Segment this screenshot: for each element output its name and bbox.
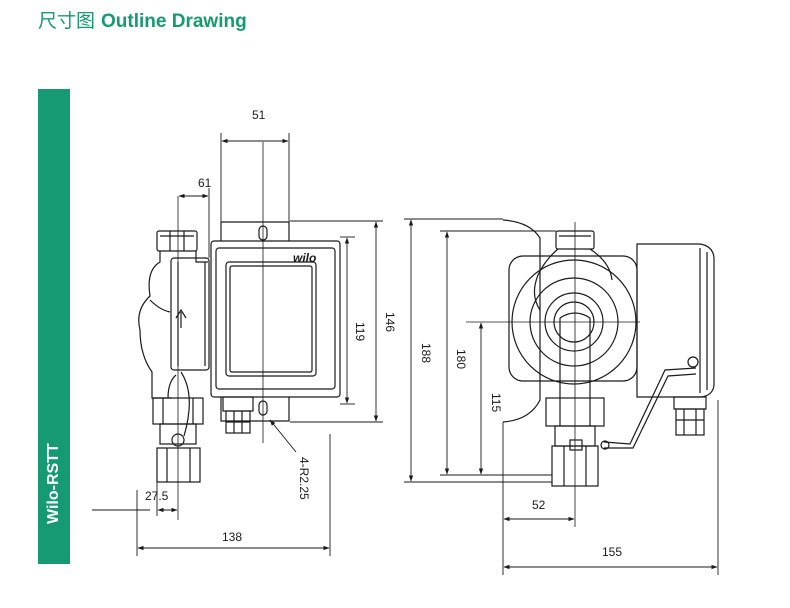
model-side-band: Wilo-RSTT [38, 89, 70, 564]
side-view [466, 219, 715, 527]
side-cable-gland [673, 396, 707, 436]
dim-188: 188 [419, 343, 433, 363]
title-chinese: 尺寸图 [38, 10, 96, 32]
side-dimension-labels: 188 180 115 52 155 [419, 343, 622, 559]
side-volute-body [508, 248, 638, 398]
dim-180: 180 [454, 349, 468, 369]
dim-119: 119 [353, 322, 367, 341]
front-dimension-labels: 51 61 119 146 27.5 138 4-R2.25 [145, 108, 397, 544]
dim-146: 146 [383, 312, 397, 332]
front-dimensions [92, 133, 383, 556]
dim-155: 155 [602, 545, 622, 559]
front-view: wilo [138, 142, 341, 520]
front-control-box: wilo [210, 240, 341, 398]
dim-27-5: 27.5 [145, 489, 169, 503]
front-upper-nut [156, 230, 198, 252]
front-mounting-plate [220, 221, 290, 422]
dim-52: 52 [532, 498, 546, 512]
wilo-logo: wilo [293, 251, 316, 265]
side-dimensions [404, 218, 719, 575]
side-control-box [636, 243, 715, 398]
side-sensor-cable [600, 356, 699, 450]
dim-115: 115 [489, 393, 503, 412]
side-center-lines [466, 222, 640, 527]
dim-138: 138 [222, 530, 242, 544]
dim-61: 61 [198, 176, 212, 190]
dim-51: 51 [252, 108, 266, 122]
side-bracket [502, 219, 541, 423]
front-center-lines [177, 142, 264, 520]
dim-4-r2-25: 4-R2.25 [297, 457, 311, 500]
front-pump-body [138, 251, 210, 399]
title-english: Outline Drawing [101, 11, 247, 32]
front-cable-gland [222, 396, 254, 434]
